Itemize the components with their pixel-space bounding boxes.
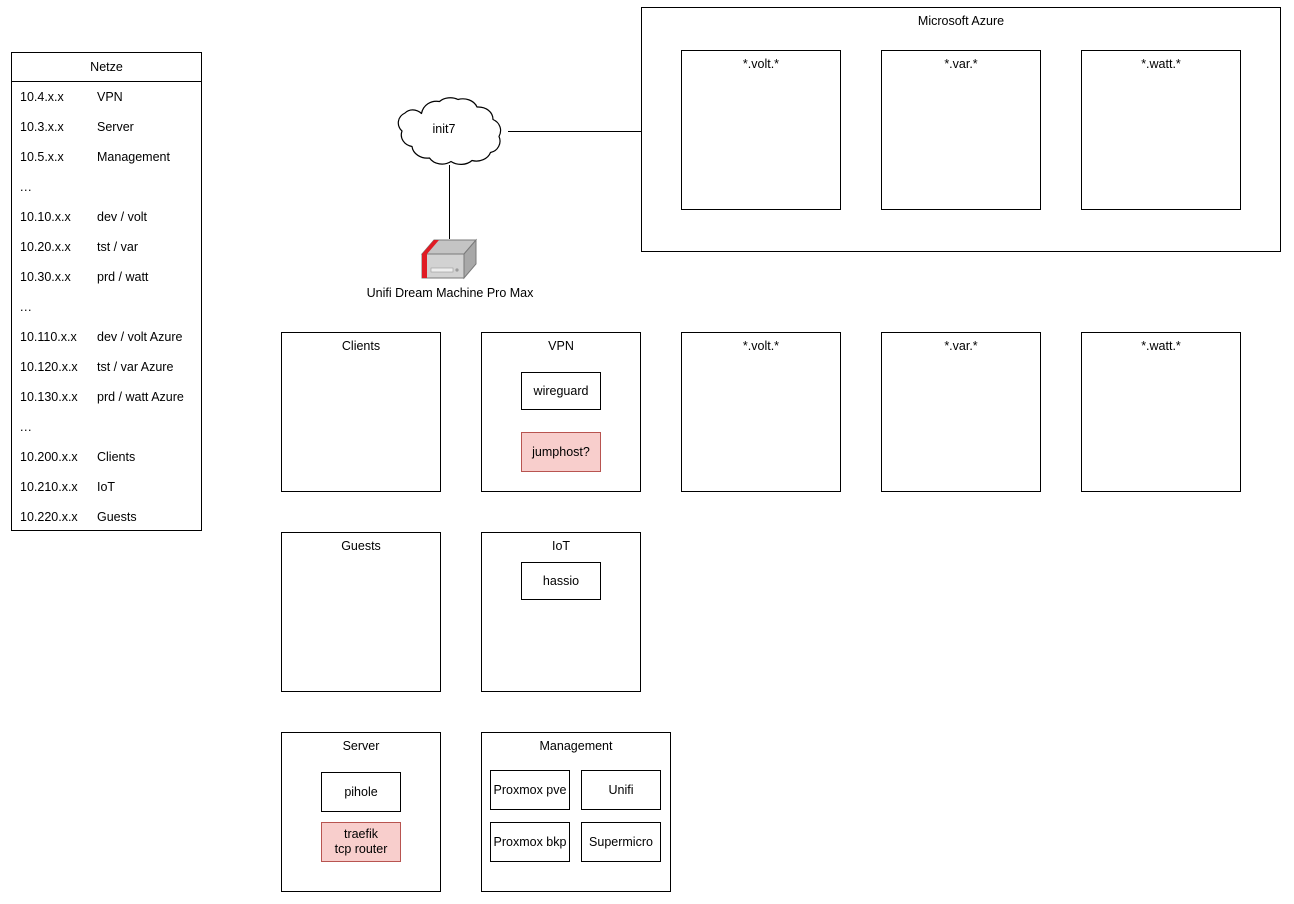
node-unifi[interactable]: Unifi [581, 770, 661, 810]
table-row-separator: ... [12, 412, 201, 442]
azure-subnet-title: *.var.* [944, 57, 978, 71]
table-row: 10.210.x.x IoT [12, 472, 201, 502]
zone-clients: Clients [281, 332, 441, 492]
azure-subnet-title: *.watt.* [1141, 57, 1181, 71]
table-row: 10.110.x.x dev / volt Azure [12, 322, 201, 352]
link-cloud-to-router [449, 165, 450, 239]
zone-title: Management [539, 739, 613, 753]
table-row: 10.30.x.x prd / watt [12, 262, 201, 292]
netze-cidr: 10.5.x.x [20, 150, 64, 164]
router-appliance-icon [420, 238, 478, 280]
node-traefik-tcp-router[interactable]: traefik tcp router [321, 822, 401, 862]
netze-cidr: 10.210.x.x [20, 480, 78, 494]
node-supermicro[interactable]: Supermicro [581, 822, 661, 862]
netze-label: Clients [97, 450, 136, 464]
zone-iot: IoT [481, 532, 641, 692]
table-row: 10.130.x.x prd / watt Azure [12, 382, 201, 412]
azure-subnet-var: *.var.* [881, 50, 1041, 210]
netze-label: VPN [97, 90, 123, 104]
netze-cidr: 10.200.x.x [20, 450, 78, 464]
netze-legend-table: Netze 10.4.x.x VPN 10.3.x.x Server 10.5.… [11, 52, 202, 531]
netze-cidr: 10.4.x.x [20, 90, 64, 104]
netze-cidr: 10.120.x.x [20, 360, 78, 374]
node-jumphost[interactable]: jumphost? [521, 432, 601, 472]
netze-cidr: ... [20, 300, 32, 314]
netze-label: tst / var Azure [97, 360, 174, 374]
netze-label: Server [97, 120, 134, 134]
netze-label: IoT [97, 480, 116, 494]
table-row-separator: ... [12, 292, 201, 322]
zone-title: VPN [548, 339, 574, 353]
table-row: 10.5.x.x Management [12, 142, 201, 172]
table-row: 10.3.x.x Server [12, 112, 201, 142]
router-label: Unifi Dream Machine Pro Max [366, 286, 534, 300]
netze-cidr: 10.110.x.x [20, 330, 77, 344]
zone-title: *.volt.* [742, 339, 780, 353]
zone-server: Server [281, 732, 441, 892]
azure-subnet-title: *.volt.* [742, 57, 780, 71]
netze-cidr: 10.10.x.x [20, 210, 71, 224]
zone-volt: *.volt.* [681, 332, 841, 492]
link-cloud-to-azure [508, 131, 642, 132]
netze-label: prd / watt Azure [97, 390, 184, 404]
netze-cidr: ... [20, 180, 32, 194]
cloud-init7: init7 [391, 97, 511, 167]
netze-cidr: 10.130.x.x [20, 390, 78, 404]
netze-label: prd / watt [97, 270, 149, 284]
azure-subnet-watt: *.watt.* [1081, 50, 1241, 210]
azure-subnet-volt: *.volt.* [681, 50, 841, 210]
zone-title: Guests [341, 539, 381, 553]
netze-cidr: 10.3.x.x [20, 120, 64, 134]
zone-var: *.var.* [881, 332, 1041, 492]
table-row: 10.200.x.x Clients [12, 442, 201, 472]
netze-label: Guests [97, 510, 137, 524]
table-row: 10.20.x.x tst / var [12, 232, 201, 262]
azure-title: Microsoft Azure [917, 14, 1005, 28]
netze-cidr: 10.20.x.x [20, 240, 71, 254]
node-pihole[interactable]: pihole [321, 772, 401, 812]
zone-title: Server [342, 739, 380, 753]
node-proxmox-bkp[interactable]: Proxmox bkp [490, 822, 570, 862]
netze-label: tst / var [97, 240, 138, 254]
table-row-separator: ... [12, 172, 201, 202]
node-proxmox-pve[interactable]: Proxmox pve [490, 770, 570, 810]
netze-cidr: 10.220.x.x [20, 510, 78, 524]
zone-watt: *.watt.* [1081, 332, 1241, 492]
zone-title: *.watt.* [1141, 339, 1181, 353]
netze-label: Management [97, 150, 170, 164]
zone-management: Management [481, 732, 671, 892]
zone-title: Clients [341, 339, 381, 353]
zone-title: IoT [551, 539, 571, 553]
zone-guests: Guests [281, 532, 441, 692]
node-hassio[interactable]: hassio [521, 562, 601, 600]
netze-table-header: Netze [12, 53, 201, 82]
node-wireguard[interactable]: wireguard [521, 372, 601, 410]
netze-label: dev / volt Azure [97, 330, 183, 344]
netze-cidr: ... [20, 420, 32, 434]
netze-cidr: 10.30.x.x [20, 270, 71, 284]
netze-label: dev / volt [97, 210, 148, 224]
zone-title: *.var.* [944, 339, 978, 353]
table-row: 10.120.x.x tst / var Azure [12, 352, 201, 382]
table-row: 10.220.x.x Guests [12, 502, 201, 532]
cloud-label: init7 [432, 122, 456, 136]
table-row: 10.4.x.x VPN [12, 82, 201, 112]
table-row: 10.10.x.x dev / volt [12, 202, 201, 232]
